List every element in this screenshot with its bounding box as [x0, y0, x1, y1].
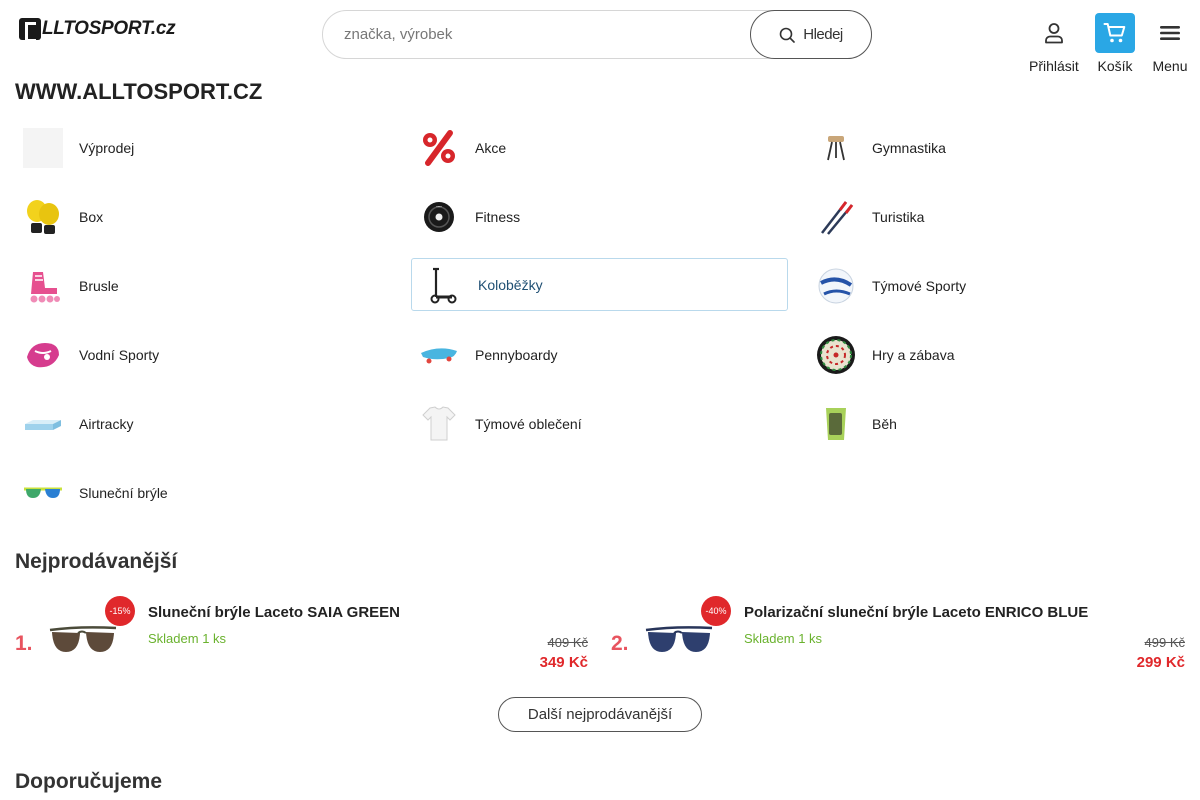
cart-button[interactable]: Košík — [1095, 13, 1135, 74]
more-bestsellers-button[interactable]: Další nejprodávanější — [498, 697, 702, 732]
stock-status: Skladem 1 ks — [744, 631, 823, 646]
water-sports-icon — [23, 335, 63, 375]
category-akce[interactable]: Akce — [408, 121, 785, 174]
cart-label: Košík — [1097, 58, 1133, 74]
discount-badge: -40% — [701, 596, 731, 626]
pennyboard-icon — [419, 335, 459, 375]
sale-icon — [23, 127, 63, 168]
category-vodni-sporty[interactable]: Vodní Sporty — [12, 328, 389, 381]
search-icon — [779, 27, 796, 43]
running-armband-icon — [816, 404, 856, 444]
category-label: Box — [79, 208, 104, 225]
category-fitness[interactable]: •••• Fitness — [408, 190, 785, 243]
product-card[interactable]: 2. -40% Polarizační sluneční brýle Lacet… — [611, 596, 1185, 676]
bestsellers-heading: Nejprodávanější — [15, 550, 178, 573]
original-price: 499 Kč — [1144, 635, 1185, 650]
stock-status: Skladem 1 ks — [148, 631, 227, 646]
product-image[interactable] — [644, 620, 714, 666]
product-title[interactable]: Sluneční brýle Laceto SAIA GREEN — [148, 604, 401, 621]
category-box[interactable]: Box — [12, 190, 389, 243]
login-button[interactable]: Přihlásit — [1029, 13, 1079, 74]
category-turistika[interactable]: Turistika — [805, 190, 1182, 243]
category-kolobezky[interactable]: Koloběžky — [411, 258, 788, 311]
search-button[interactable]: Hledej — [750, 10, 872, 59]
product-rank: 1. — [15, 632, 33, 655]
category-tymove-obleceni[interactable]: Týmové oblečení — [408, 397, 785, 450]
category-brusle[interactable]: Brusle — [12, 259, 389, 312]
category-pennyboardy[interactable]: Pennyboardy — [408, 328, 785, 381]
recommended-heading: Doporučujeme — [15, 770, 163, 793]
hamburger-icon — [1160, 26, 1180, 40]
product-rank: 2. — [611, 632, 629, 655]
product-title[interactable]: Polarizační sluneční brýle Laceto ENRICO… — [744, 604, 1089, 621]
category-label: Běh — [872, 415, 897, 432]
cart-icon — [1103, 23, 1126, 43]
sale-price: 349 Kč — [539, 654, 588, 671]
category-label: Turistika — [872, 208, 925, 225]
category-hry-a-zabava[interactable]: Hry a zábava — [805, 328, 1182, 381]
trekking-poles-icon — [816, 197, 856, 237]
percent-icon — [419, 128, 459, 168]
scooter-icon — [422, 265, 462, 305]
category-label: Koloběžky — [478, 276, 543, 293]
sunglasses-icon — [23, 473, 63, 513]
product-image[interactable] — [48, 620, 118, 666]
logo-text: LLTOSPORT.cz — [42, 18, 176, 39]
category-label: Sluneční brýle — [79, 484, 168, 501]
category-label: Výprodej — [79, 139, 135, 156]
category-label: Akce — [475, 139, 507, 156]
original-price: 409 Kč — [547, 635, 588, 650]
search-bar: Hledej — [322, 10, 872, 59]
svg-text:••••: •••• — [436, 203, 442, 208]
login-label: Přihlásit — [1029, 58, 1079, 74]
category-label: Brusle — [79, 277, 119, 294]
page-title: WWW.ALLTOSPORT.CZ — [15, 79, 263, 104]
user-icon — [1044, 23, 1063, 44]
gymnastics-icon — [816, 128, 856, 168]
weight-plate-icon: •••• — [419, 197, 459, 237]
product-card[interactable]: 1. -15% Sluneční brýle Laceto SAIA GREEN… — [15, 596, 588, 676]
ball-icon — [816, 266, 856, 306]
category-label: Gymnastika — [872, 139, 946, 156]
menu-label: Menu — [1152, 58, 1188, 74]
category-vyprodej[interactable]: Výprodej — [12, 121, 389, 174]
category-label: Airtracky — [79, 415, 134, 432]
category-beh[interactable]: Běh — [805, 397, 1182, 450]
logo-mark-icon — [19, 18, 41, 42]
category-tymove-sporty[interactable]: Týmové Sporty — [805, 259, 1182, 312]
category-label: Fitness — [475, 208, 521, 225]
category-label: Pennyboardy — [475, 346, 558, 363]
category-label: Hry a zábava — [872, 346, 955, 363]
category-airtracky[interactable]: Airtracky — [12, 397, 389, 450]
sale-price: 299 Kč — [1136, 654, 1185, 671]
menu-button[interactable]: Menu — [1150, 13, 1190, 74]
category-label: Týmové Sporty — [872, 277, 967, 294]
airtrack-icon — [23, 404, 63, 444]
category-label: Vodní Sporty — [79, 346, 160, 363]
dartboard-icon — [816, 335, 856, 375]
category-slunecni-bryle[interactable]: Sluneční brýle — [12, 466, 389, 519]
category-gymnastika[interactable]: Gymnastika — [805, 121, 1182, 174]
discount-badge: -15% — [105, 596, 135, 626]
jersey-icon — [419, 404, 459, 444]
search-button-label: Hledej — [803, 26, 843, 43]
inline-skate-icon — [23, 266, 63, 306]
search-input[interactable] — [344, 26, 744, 43]
boxing-gloves-icon — [23, 197, 63, 237]
category-label: Týmové oblečení — [475, 415, 582, 432]
site-logo[interactable]: LLTOSPORT.cz — [19, 18, 176, 42]
